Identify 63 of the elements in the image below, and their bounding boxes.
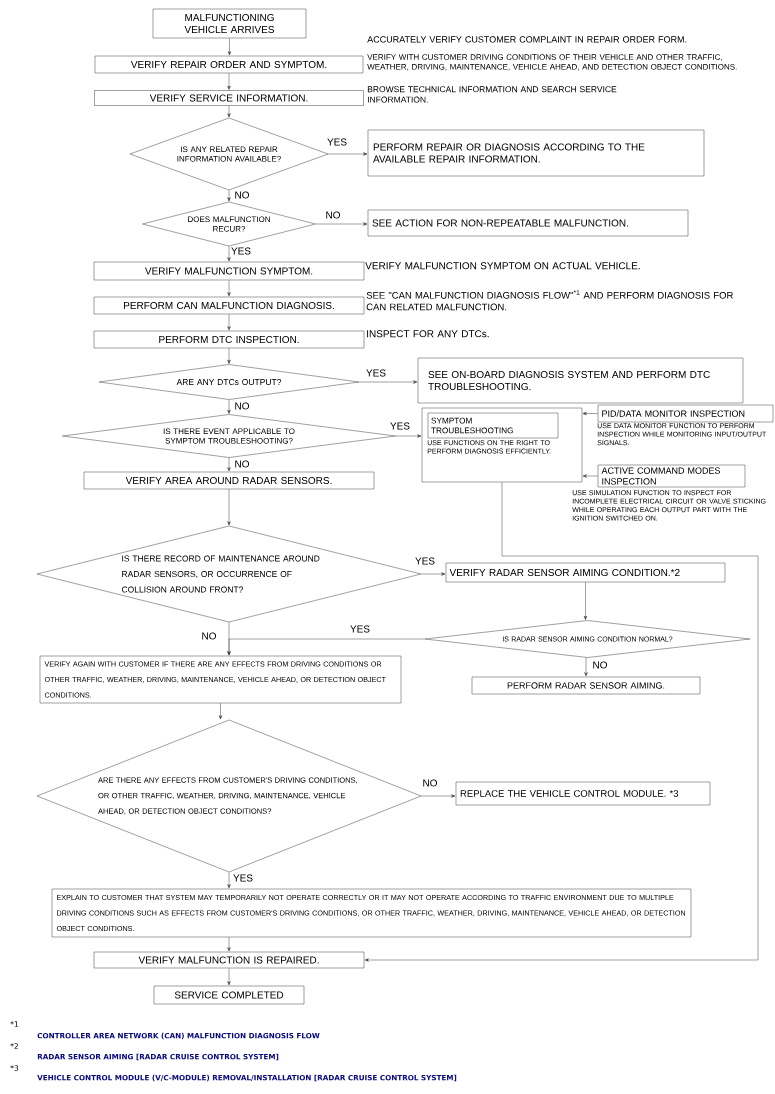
process-box: SEE ACTION FOR NON-REPEATABLE MALFUNCTION. [367,209,689,237]
arrow [227,399,231,414]
arrow [227,489,231,526]
edge-label: YES [326,137,348,147]
arrow [358,380,418,384]
arrow [227,314,231,331]
process-box: MALFUNCTIONING VEHICLE ARRIVES [152,8,307,39]
process-box: VERIFY SERVICE INFORMATION. [94,90,364,106]
process-box: ACTIVE COMMAND MODES INSPECTION [597,464,746,488]
arrow [227,280,231,297]
arrow [327,152,368,156]
arrow [227,105,231,118]
note-text: INSPECT FOR ANY DTCs. [367,330,489,338]
arrow [583,582,588,620]
arrow [227,189,231,202]
edge-label: NO [324,210,342,220]
arrow [227,968,231,986]
arrow [420,572,446,576]
process-box: VERIFY MALFUNCTION SYMPTOM. [93,261,365,281]
process-box: PERFORM REPAIR OR DIAGNOSIS ACCORDING TO THE AVAILABLE REPAIR INFORMATION. [367,129,705,177]
arrow [582,474,598,478]
note-text: VERIFY WITH CUSTOMER DRIVING CONDITIONS OF THEIR VEHICLE AND OTHER TRAFFIC, WEATHER, DRIVING, MAINTENANCE, VEHICLE AHEAD, AND DETECTION OBJECT CONDITIONS. [367,54,737,71]
process-box: SEE ON-BOARD DIAGNOSIS SYSTEM AND PERFORM DTC TROUBLESHOOTING. [417,357,744,404]
process-box: PERFORM CAN MALFUNCTION DIAGNOSIS. [93,296,365,315]
arrow [227,38,232,56]
arrow [227,73,231,90]
process-box: VERIFY REPAIR ORDER AND SYMPTOM. [94,55,364,74]
process-box: REPLACE THE VEHICLE CONTROL MODULE. *3 [455,781,711,806]
arrow [227,457,231,472]
process-box: PID/DATA MONITOR INSPECTION [597,404,774,423]
edge-label: YES [365,368,387,378]
note-text: BROWSE TECHNICAL INFORMATION AND SEARCH SERVICE INFORMATION. [367,86,617,103]
process-box: VERIFY MALFUNCTION IS REPAIRED. [93,951,365,969]
arrow [420,794,456,798]
edge-label: NO [233,459,251,469]
arrow [227,245,231,262]
arrow [315,222,368,226]
process-box: SERVICE COMPLETED [153,985,305,1005]
process-box: VERIFY RADAR SENSOR AIMING CONDITION.*2 [445,562,726,583]
arrow [395,434,422,438]
arrow [364,482,759,962]
edge-label: NO [421,778,439,788]
arrow [227,348,231,364]
process-box: PERFORM DTC INSPECTION. [93,330,365,349]
note-text: SEE "CAN MALFUNCTION DIAGNOSIS FLOW"$^{*1}$ AND PERFORM DIAGNOSIS FOR CAN RELATED MALFUNCTION. [366,290,733,311]
edge-label: NO [233,190,251,200]
edge-label: NO [591,660,609,670]
edge-label: NO [233,401,251,411]
edge-label: YES [232,873,254,883]
arrow [227,621,231,656]
process-box: PERFORM RADAR SENSOR AIMING. [471,676,701,695]
note-text: ACCURATELY VERIFY CUSTOMER COMPLAINT IN REPAIR ORDER FORM. [367,36,687,43]
arrow [227,937,231,952]
note-text: VERIFY MALFUNCTION SYMPTOM ON ACTUAL VEHICLE. [365,262,640,270]
edge-label: NO [200,631,218,641]
arrow [582,411,598,416]
arrow [584,657,588,677]
arrow [218,703,223,720]
inner-box: SYMPTOM TROUBLESHOOTING [427,412,559,439]
edge-label: YES [349,624,371,634]
edge-label: YES [230,246,252,256]
arrow [227,871,231,889]
process-box: VERIFY AREA AROUND RADAR SENSORS. [83,471,375,490]
